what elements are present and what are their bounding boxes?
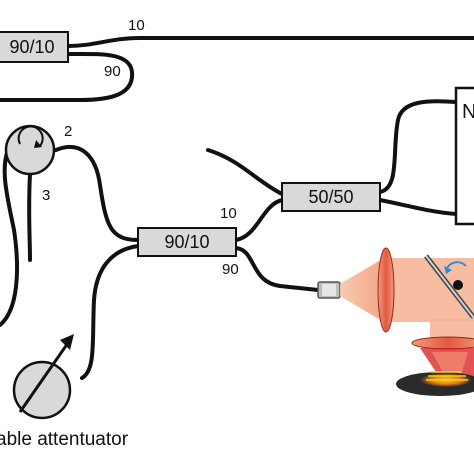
circulator-arrowhead-icon xyxy=(34,140,42,148)
coupler-top-label: 90/10 xyxy=(9,37,54,57)
mirror-pivot xyxy=(453,280,463,290)
fiber-mid-10 xyxy=(234,198,284,242)
objective-lens xyxy=(411,336,474,350)
circulator xyxy=(4,124,56,176)
lens xyxy=(377,247,395,333)
fiber-5050-detector xyxy=(378,99,458,194)
circulator-body xyxy=(4,124,56,176)
attenuator-body xyxy=(12,360,72,420)
optics-setup xyxy=(317,247,474,396)
circulator-arrow-icon xyxy=(17,125,44,147)
scan-mirror-highlight xyxy=(425,255,474,319)
collimator-highlight xyxy=(322,284,336,296)
rotation-arrowhead-icon xyxy=(444,266,452,274)
coupler-5050: 50/50 xyxy=(281,182,381,212)
detector-box xyxy=(454,86,474,226)
port-mid-90: 90 xyxy=(222,261,239,278)
fiber-5050-free xyxy=(206,148,284,196)
coupler-top: 90/10 xyxy=(0,31,69,63)
attenuator-label: able attentuator xyxy=(0,429,129,450)
detector: N xyxy=(454,86,474,226)
fiber-mid-90 xyxy=(234,246,320,292)
attenuator-arrow-icon xyxy=(18,339,72,413)
coupler-mid-label: 90/10 xyxy=(164,232,209,252)
coupler-top-box xyxy=(0,31,69,63)
fiber-mid-lower xyxy=(80,244,140,380)
port-top-90: 90 xyxy=(104,63,121,80)
coupler-mid: 90/10 xyxy=(137,227,237,257)
coupler-5050-box xyxy=(281,182,381,212)
fiber-top-90 xyxy=(0,51,135,102)
attenuator-arrowhead-icon xyxy=(60,334,74,350)
fiber-circ-left xyxy=(0,148,19,327)
port-top-10: 10 xyxy=(128,17,145,34)
variable-attenuator xyxy=(12,334,74,420)
beam-expanding xyxy=(340,258,384,322)
fiber-circ-3 xyxy=(27,172,32,262)
beam-collimated xyxy=(384,258,474,322)
port-circ-2: 2 xyxy=(64,123,72,140)
coupler-5050-label: 50/50 xyxy=(308,187,353,207)
fiber-5050-detector-2 xyxy=(378,198,458,216)
detector-label: N xyxy=(462,101,474,123)
port-mid-10: 10 xyxy=(220,205,237,222)
fiber-top-10 xyxy=(66,36,474,48)
port-circ-3: 3 xyxy=(42,187,50,204)
fiber-circ-2 xyxy=(54,144,140,242)
coupler-mid-box xyxy=(137,227,237,257)
